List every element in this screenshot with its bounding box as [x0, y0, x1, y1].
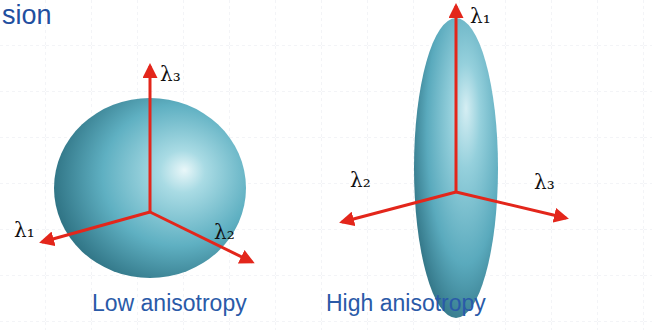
- axis-arrow: [455, 6, 458, 192]
- caption-text: Low anisotropy: [92, 292, 247, 315]
- slide-title: sion: [2, 2, 52, 29]
- eigenvalue-label: λ₁: [14, 220, 35, 240]
- eigenvalue-label: λ₃: [534, 172, 555, 192]
- eigenvalue-label: λ₁: [470, 6, 491, 26]
- eigen-axes: [342, 6, 566, 222]
- axis-arrow: [456, 192, 566, 218]
- axis-arrow: [342, 192, 456, 222]
- caption-text: High anisotropy: [326, 292, 486, 315]
- eigen-axes: [42, 66, 252, 262]
- axis-arrow: [150, 212, 252, 262]
- eigenvalue-label: λ₂: [350, 170, 371, 190]
- axis-arrow: [42, 212, 150, 242]
- axis-arrow: [149, 66, 152, 212]
- eigenvalue-label: λ₃: [160, 64, 181, 84]
- eigenvalue-label: λ₂: [214, 222, 235, 242]
